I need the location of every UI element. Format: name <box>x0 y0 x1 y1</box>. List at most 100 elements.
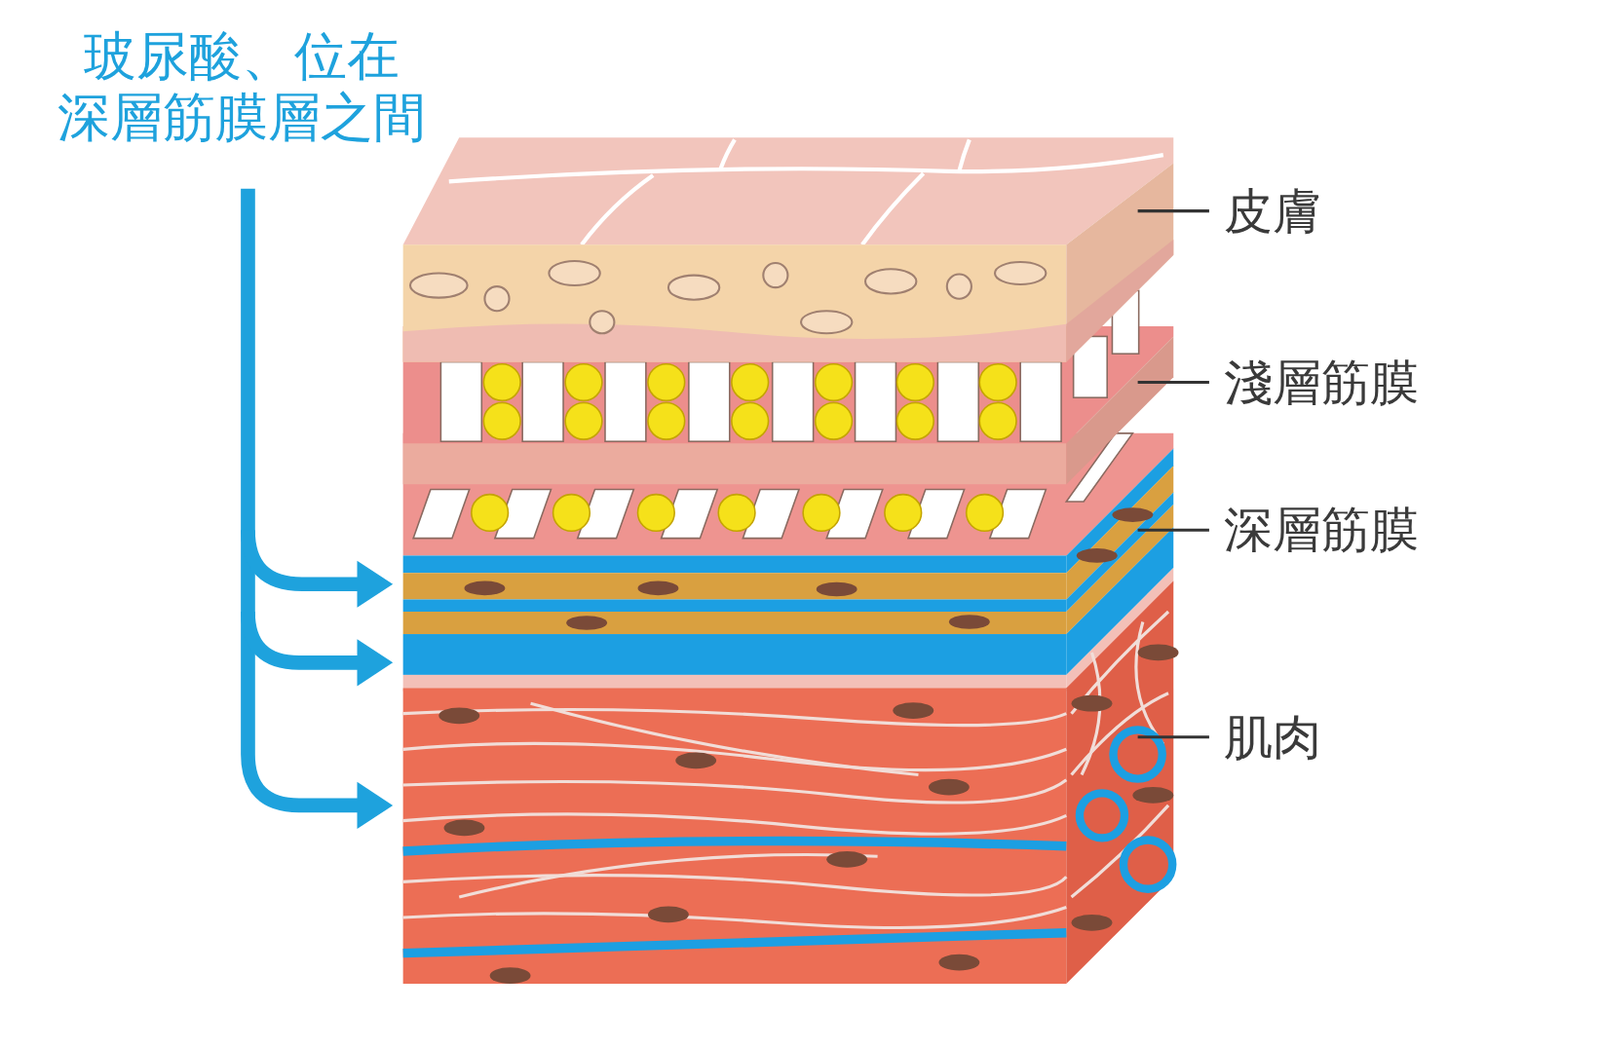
part-name: 深層筋膜 <box>1223 500 1419 560</box>
muscle-nucleus <box>1138 645 1180 662</box>
muscle-nuclei <box>438 645 1179 986</box>
fat-cell <box>802 495 840 533</box>
skin-cell <box>762 263 788 288</box>
fat-cell <box>884 495 922 533</box>
connective-strand <box>937 362 979 443</box>
skin-cell <box>947 274 972 300</box>
fat-cell <box>815 402 853 440</box>
connective-layer <box>413 489 1046 538</box>
skin-crack <box>581 175 653 245</box>
skin-cell <box>484 286 509 311</box>
part-name: 淺層筋膜 <box>1223 353 1419 413</box>
fat-cell <box>483 402 521 440</box>
muscle-fiber <box>403 743 1067 770</box>
connective-strand <box>605 362 647 443</box>
blood-vessel <box>403 841 1067 852</box>
arrow-line <box>247 611 362 663</box>
part-name: 皮膚 <box>1223 182 1322 241</box>
vessel-ring <box>1123 839 1173 889</box>
fascia-stripe <box>403 555 1067 573</box>
fat-cell <box>565 402 603 440</box>
fat-cell <box>979 402 1017 440</box>
connective-strand <box>688 362 730 443</box>
deep-fascia-top <box>403 433 1175 557</box>
muscle-nucleus <box>1132 787 1174 804</box>
skin-lower-band <box>403 324 1067 363</box>
connective-strand <box>1020 362 1062 443</box>
muscle-nucleus <box>826 851 868 869</box>
muscle-nucleus <box>647 907 689 924</box>
muscle-fiber <box>403 876 1067 896</box>
vessel-ring <box>1079 793 1125 839</box>
skin-cell <box>668 275 720 301</box>
muscle-nucleus <box>490 967 532 985</box>
fascia-nucleus <box>566 615 608 631</box>
skin-cell <box>548 261 600 286</box>
muscle-front <box>403 688 1067 986</box>
fascia-nucleus <box>637 581 679 597</box>
skin-cell <box>800 310 852 334</box>
muscle-nucleus <box>938 954 980 972</box>
fascia-stripe <box>403 599 1067 612</box>
fat-cell <box>731 402 769 440</box>
leader-line <box>1138 735 1210 739</box>
arrow-head <box>357 782 394 830</box>
skin-front <box>403 244 1067 362</box>
skin-side <box>1066 162 1174 362</box>
fat-cell <box>471 495 509 533</box>
connective-strand <box>772 362 814 443</box>
fat-cell <box>553 495 591 533</box>
muscle-fiber <box>458 854 877 898</box>
connective-strand <box>440 362 482 443</box>
muscle-fiber <box>403 709 1067 725</box>
part-name: 肌肉 <box>1223 708 1322 767</box>
muscle-nucleus <box>444 820 486 838</box>
fat-cell <box>647 364 686 402</box>
fat-cell <box>896 402 934 440</box>
fat-cell <box>979 364 1017 402</box>
skin-crack <box>958 139 969 171</box>
leader-line <box>1138 529 1210 533</box>
fascia-stripe <box>403 634 1067 676</box>
connective-strand <box>855 362 897 443</box>
fascia-nucleus <box>1076 548 1118 564</box>
muscle-nucleus <box>1071 914 1113 932</box>
arrow-line <box>247 189 362 806</box>
fat-cell <box>647 402 686 440</box>
muscle-nucleus <box>928 779 970 797</box>
fat-cell <box>565 364 603 402</box>
superficial-fascia-front <box>403 443 1067 485</box>
muscle-nucleus <box>892 702 934 720</box>
skin-cell <box>589 310 614 334</box>
skin-top <box>403 137 1175 245</box>
fat-cell <box>718 495 756 533</box>
deep-fascia-stripes <box>403 449 1175 692</box>
arrow-line <box>247 530 362 584</box>
skin-crack <box>720 139 735 169</box>
fascia-nucleus <box>816 582 858 598</box>
fat-cell <box>896 364 934 402</box>
skin-cell <box>410 273 468 299</box>
fat-cell <box>483 364 521 402</box>
fat-cell <box>815 364 853 402</box>
fascia-nucleus <box>463 581 505 597</box>
fascia-nucleus <box>949 614 991 630</box>
leader-line <box>1138 209 1210 213</box>
muscle-nucleus <box>675 752 717 769</box>
skin-cell <box>994 262 1046 285</box>
connective-strand <box>522 362 564 443</box>
fascia-stripe <box>403 611 1067 635</box>
muscle-fiber <box>531 703 919 775</box>
leader-line <box>1138 380 1210 384</box>
skin-cell <box>865 268 916 294</box>
connective-strand <box>413 489 470 538</box>
blood-vessel <box>403 933 1067 954</box>
fat-cell <box>637 495 675 533</box>
muscle-nucleus <box>1071 695 1113 713</box>
muscle-nucleus <box>438 707 480 724</box>
muscle-side <box>1066 581 1174 985</box>
fascia-nucleus <box>1111 507 1153 523</box>
arrow-head <box>357 561 394 609</box>
muscle-fiber <box>403 814 1067 835</box>
skin-side-band <box>1066 239 1174 363</box>
